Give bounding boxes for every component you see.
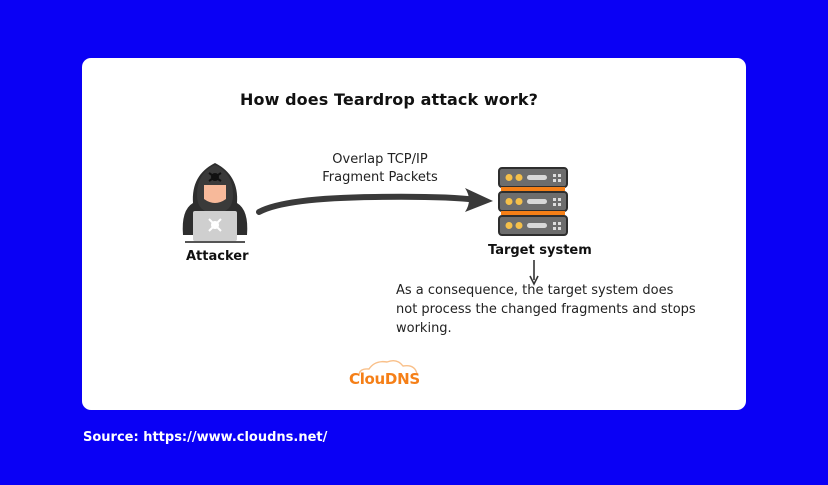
down-arrow-icon xyxy=(529,260,539,286)
source-caption: Source: https://www.cloudns.net/ xyxy=(83,430,328,445)
attacker-label: Attacker xyxy=(186,249,249,264)
edge-label-line2: Fragment Packets xyxy=(322,170,438,185)
diagram-title: How does Teardrop attack work? xyxy=(240,90,538,109)
logo-text: ClouDNS xyxy=(349,370,420,388)
edge-label-line1: Overlap TCP/IP xyxy=(332,152,428,167)
consequence-text: As a consequence, the target system does… xyxy=(396,283,696,336)
curved-arrow-icon xyxy=(256,188,493,215)
hacker-icon xyxy=(182,163,248,243)
target-system-label: Target system xyxy=(488,243,592,258)
cloud-icon xyxy=(358,359,418,377)
edge-label: Overlap TCP/IP Fragment Packets xyxy=(300,151,460,187)
cloudns-logo: ClouDNS xyxy=(345,358,430,392)
server-rack-icon xyxy=(498,167,568,236)
